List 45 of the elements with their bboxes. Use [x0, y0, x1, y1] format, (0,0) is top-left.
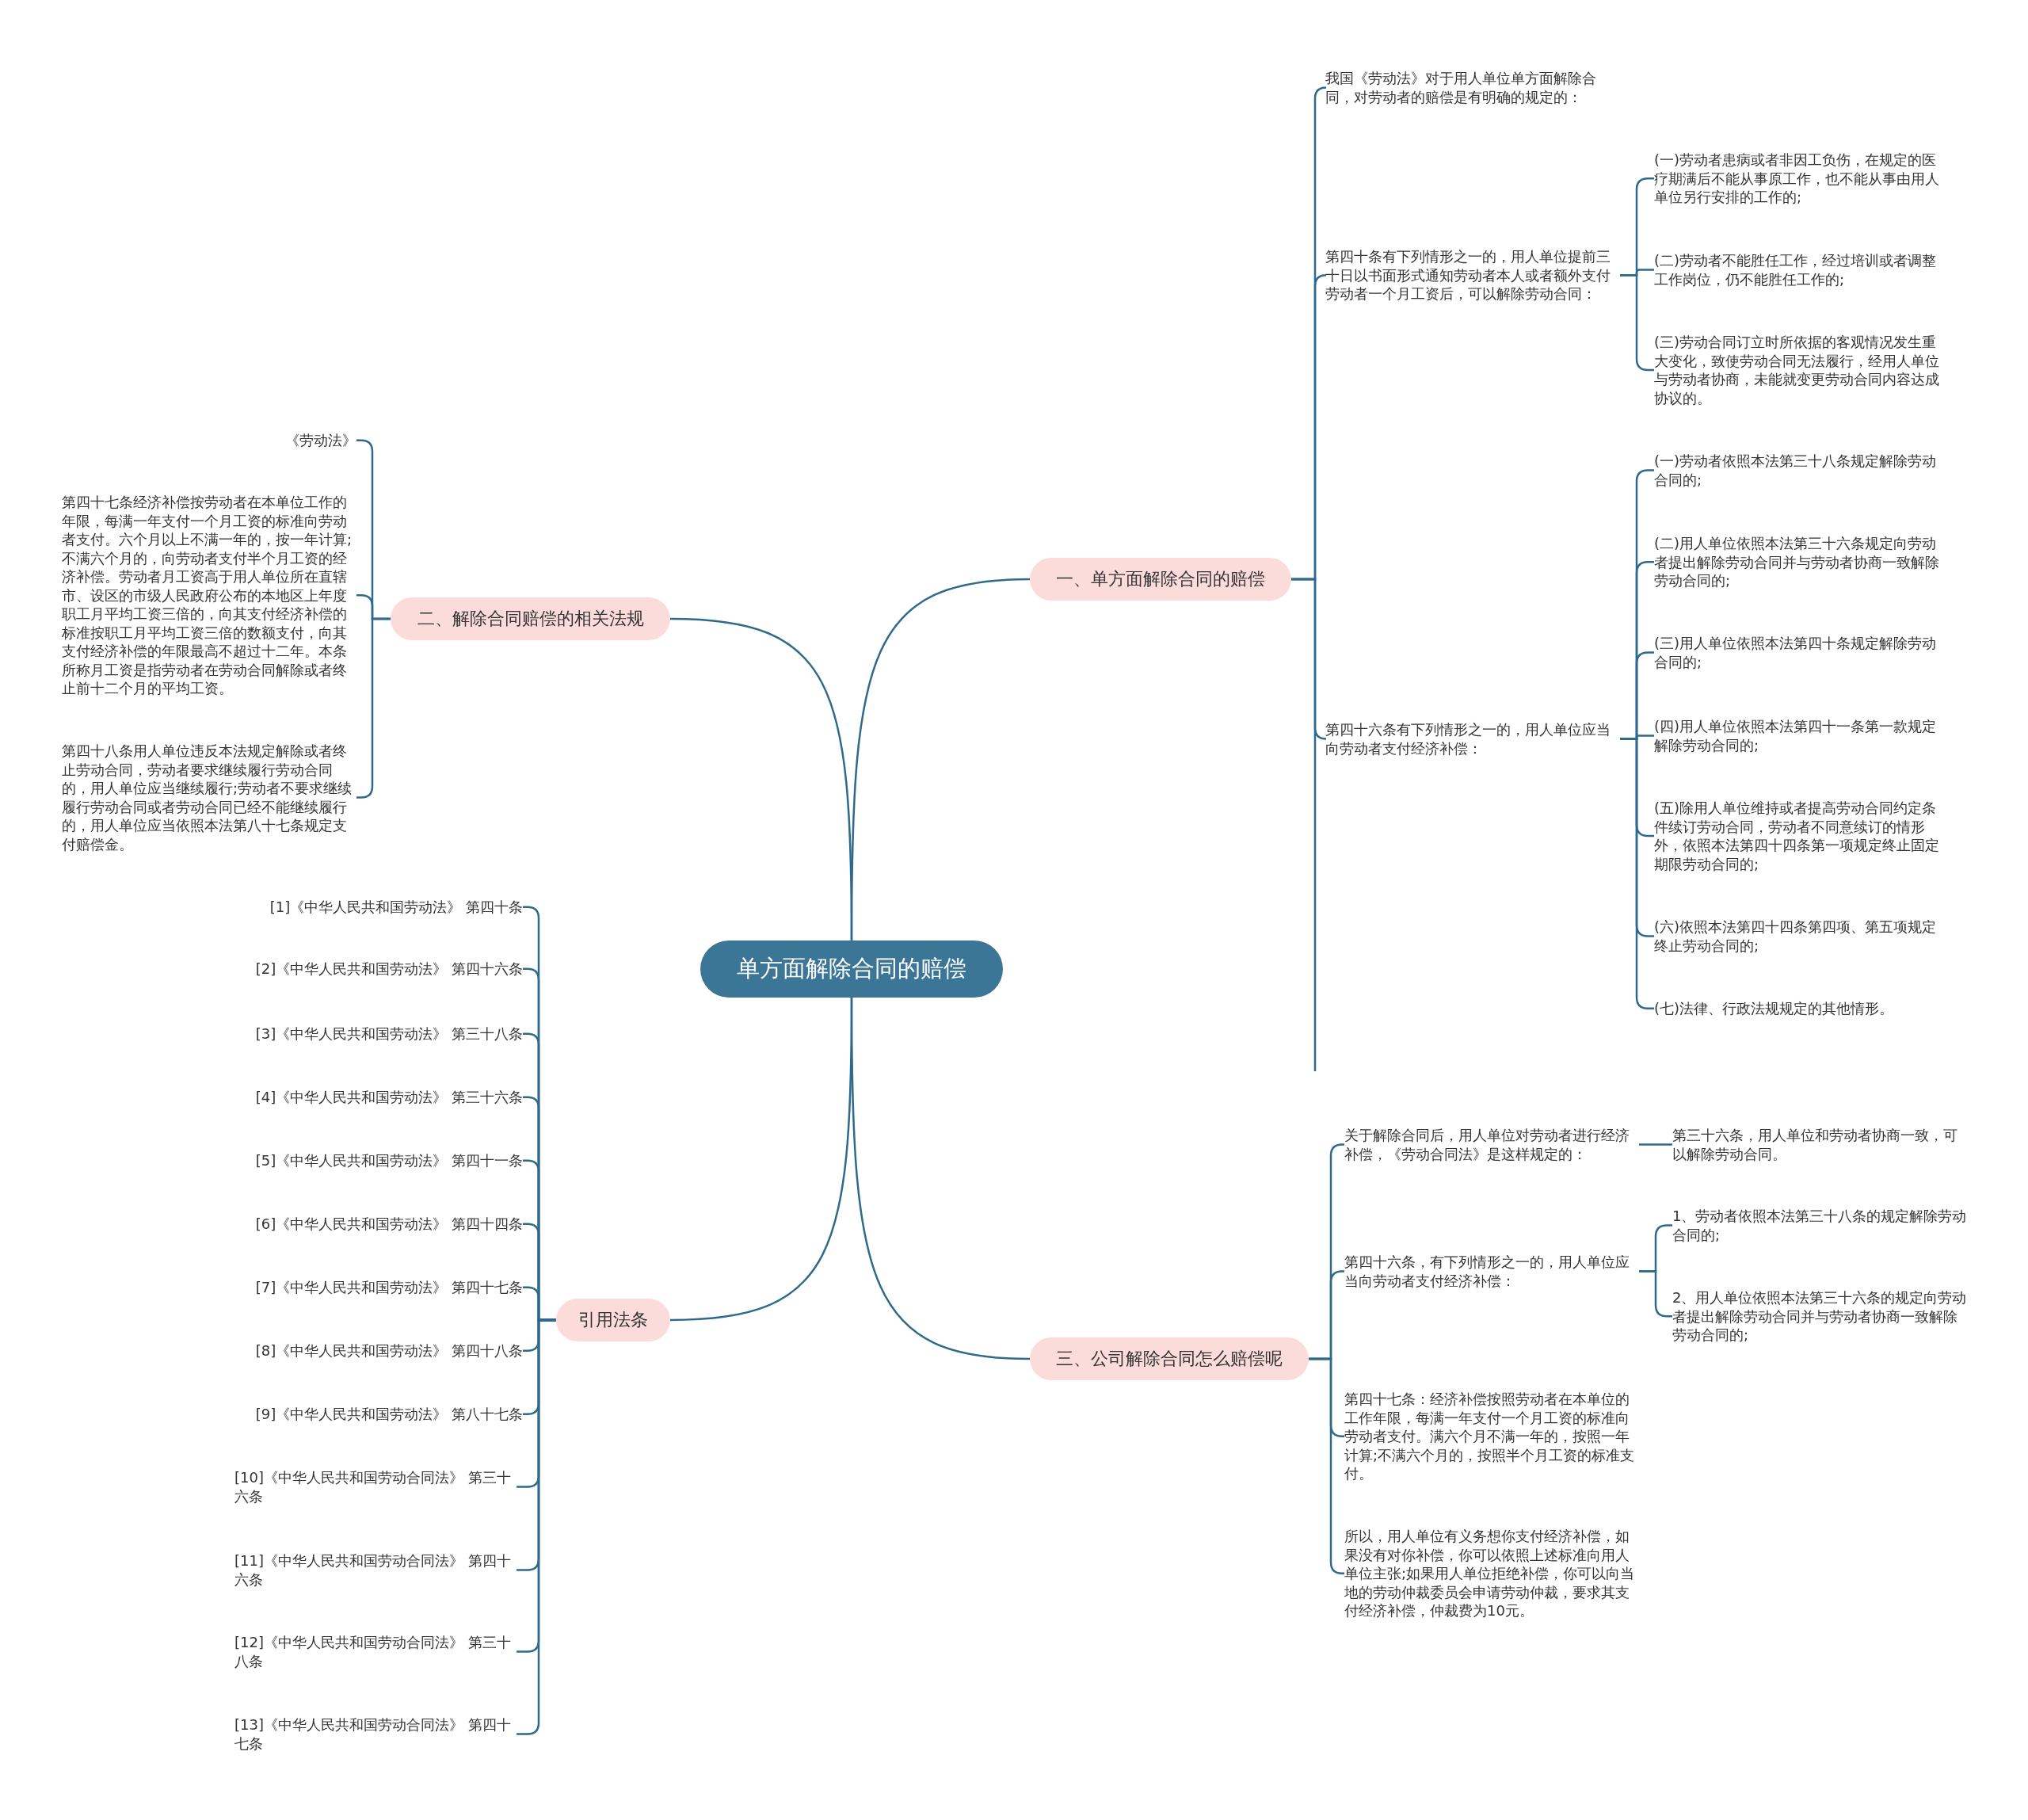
topic-text: [11]《中华人民共和国劳动合同法》 第四十六条: [234, 1551, 517, 1589]
topic-text: [5]《中华人民共和国劳动法》 第四十一条: [174, 1151, 523, 1170]
topic-text: (二)用人单位依照本法第三十六条规定向劳动者提出解除劳动合同并与劳动者协商一致解除劳动合同的;: [1654, 534, 1949, 590]
topic-text: 第四十七条：经济补偿按照劳动者在本单位的工作年限，每满一年支付一个月工资的标准向劳动者支付。满六个月不满一年的，按照一年计算;不满六个月的，按照半个月工资的标准支付。: [1344, 1390, 1639, 1483]
topic-text: (三)用人单位依照本法第四十条规定解除劳动合同的;: [1654, 634, 1949, 671]
topic-text: (一)劳动者依照本法第三十八条规定解除劳动合同的;: [1654, 452, 1949, 489]
topic-text: 所以，用人单位有义务想你支付经济补偿，如果没有对你补偿，你可以依照上述标准向用人单位主张;如果用人单位拒绝补偿，你可以向当地的劳动仲裁委员会申请劳动仲裁，要求其支付经济补偿，仲裁费为10元。: [1344, 1527, 1639, 1620]
topic-text: 我国《劳动法》对于用人单位单方面解除合同，对劳动者的赔偿是有明确的规定的：: [1325, 69, 1620, 106]
topic-text: [8]《中华人民共和国劳动法》 第四十八条: [174, 1341, 523, 1360]
topic-text: 第四十八条用人单位违反本法规定解除或者终止劳动合同，劳动者要求继续履行劳动合同的，用人单位应当继续履行;劳动者不要求继续履行劳动合同或者劳动合同已经不能继续履行的，用人单位应当依照本法第八十七条规定支付赔偿金。: [62, 742, 356, 853]
topic-text: [13]《中华人民共和国劳动合同法》 第四十七条: [234, 1715, 517, 1753]
topic-text: [3]《中华人民共和国劳动法》 第三十八条: [174, 1024, 523, 1044]
topic-text: (四)用人单位依照本法第四十一条第一款规定解除劳动合同的;: [1654, 717, 1949, 754]
connector: [669, 617, 853, 941]
topic-text: [1]《中华人民共和国劳动法》 第四十条: [174, 898, 523, 917]
connector: [669, 998, 853, 1322]
connector: [1291, 578, 1317, 1071]
topic-text: 第四十六条，有下列情形之一的，用人单位应当向劳动者支付经济补偿：: [1344, 1253, 1639, 1290]
topic-text: 《劳动法》: [198, 431, 356, 450]
topic-text: 1、劳动者依照本法第三十八条的规定解除劳动合同的;: [1672, 1207, 1967, 1244]
topic-text: (二)劳动者不能胜任工作，经过培训或者调整工作岗位，仍不能胜任工作的;: [1654, 251, 1949, 288]
branch-topic: 引用法条: [556, 1299, 670, 1341]
topic-text: 第四十七条经济补偿按劳动者在本单位工作的年限，每满一年支付一个月工资的标准向劳动者支付。六个月以上不满一年的，按一年计算;不满六个月的，向劳动者支付半个月工资的经济补偿。劳动者月工资高于用人单位所在直辖市、设区的市级人民政府公布的本地区上年度职工月平均工资三倍的，向其支付经济补偿的标准按职工月平均工资三倍的数额支付，向其支付经济补偿的年限最高不超过十二年。本条所称月工资是指劳动者在劳动合同解除或者终止前十二个月的平均工资。: [62, 493, 356, 698]
topic-text: 2、用人单位依照本法第三十六条的规定向劳动者提出解除劳动合同并与劳动者协商一致解除劳动合同的;: [1672, 1288, 1967, 1345]
central-topic: 单方面解除合同的赔偿: [700, 941, 1003, 998]
topic-text: 第四十条有下列情形之一的，用人单位提前三十日以书面形式通知劳动者本人或者额外支付劳动者一个月工资后，可以解除劳动合同：: [1325, 247, 1620, 303]
topic-text: (一)劳动者患病或者非因工负伤，在规定的医疗期满后不能从事原工作，也不能从事由用人单位另行安排的工作的;: [1654, 151, 1949, 207]
topic-text: [2]《中华人民共和国劳动法》 第四十六条: [174, 960, 523, 979]
branch-topic: 二、解除合同赔偿的相关法规: [391, 597, 670, 640]
topic-text: [6]《中华人民共和国劳动法》 第四十四条: [174, 1215, 523, 1234]
topic-text: (五)除用人单位维持或者提高劳动合同约定条件续订劳动合同，劳动者不同意续订的情形外，依照本法第四十四条第一项规定终止固定期限劳动合同的;: [1654, 799, 1949, 873]
topic-text: (三)劳动合同订立时所依据的客观情况发生重大变化，致使劳动合同无法履行，经用人单位与劳动者协商，未能就变更劳动合同内容达成协议的。: [1654, 333, 1949, 407]
topic-text: 第四十六条有下列情形之一的，用人单位应当向劳动者支付经济补偿：: [1325, 720, 1620, 757]
topic-text: [12]《中华人民共和国劳动合同法》 第三十八条: [234, 1633, 517, 1670]
branch-topic: 三、公司解除合同怎么赔偿呢: [1030, 1337, 1309, 1380]
topic-text: [9]《中华人民共和国劳动法》 第八十七条: [174, 1405, 523, 1424]
topic-text: (七)法律、行政法规规定的其他情形。: [1654, 999, 1949, 1018]
topic-text: 关于解除合同后，用人单位对劳动者进行经济补偿，《劳动合同法》是这样规定的：: [1344, 1126, 1639, 1163]
topic-text: [10]《中华人民共和国劳动合同法》 第三十六条: [234, 1468, 517, 1505]
topic-text: [4]《中华人民共和国劳动法》 第三十六条: [174, 1088, 523, 1107]
topic-text: (六)依照本法第四十四条第四项、第五项规定终止劳动合同的;: [1654, 918, 1949, 955]
topic-text: 第三十六条，用人单位和劳动者协商一致，可以解除劳动合同。: [1672, 1126, 1967, 1163]
topic-text: [7]《中华人民共和国劳动法》 第四十七条: [174, 1278, 523, 1297]
branch-topic: 一、单方面解除合同的赔偿: [1030, 558, 1291, 601]
connector: [1639, 1143, 1672, 1146]
